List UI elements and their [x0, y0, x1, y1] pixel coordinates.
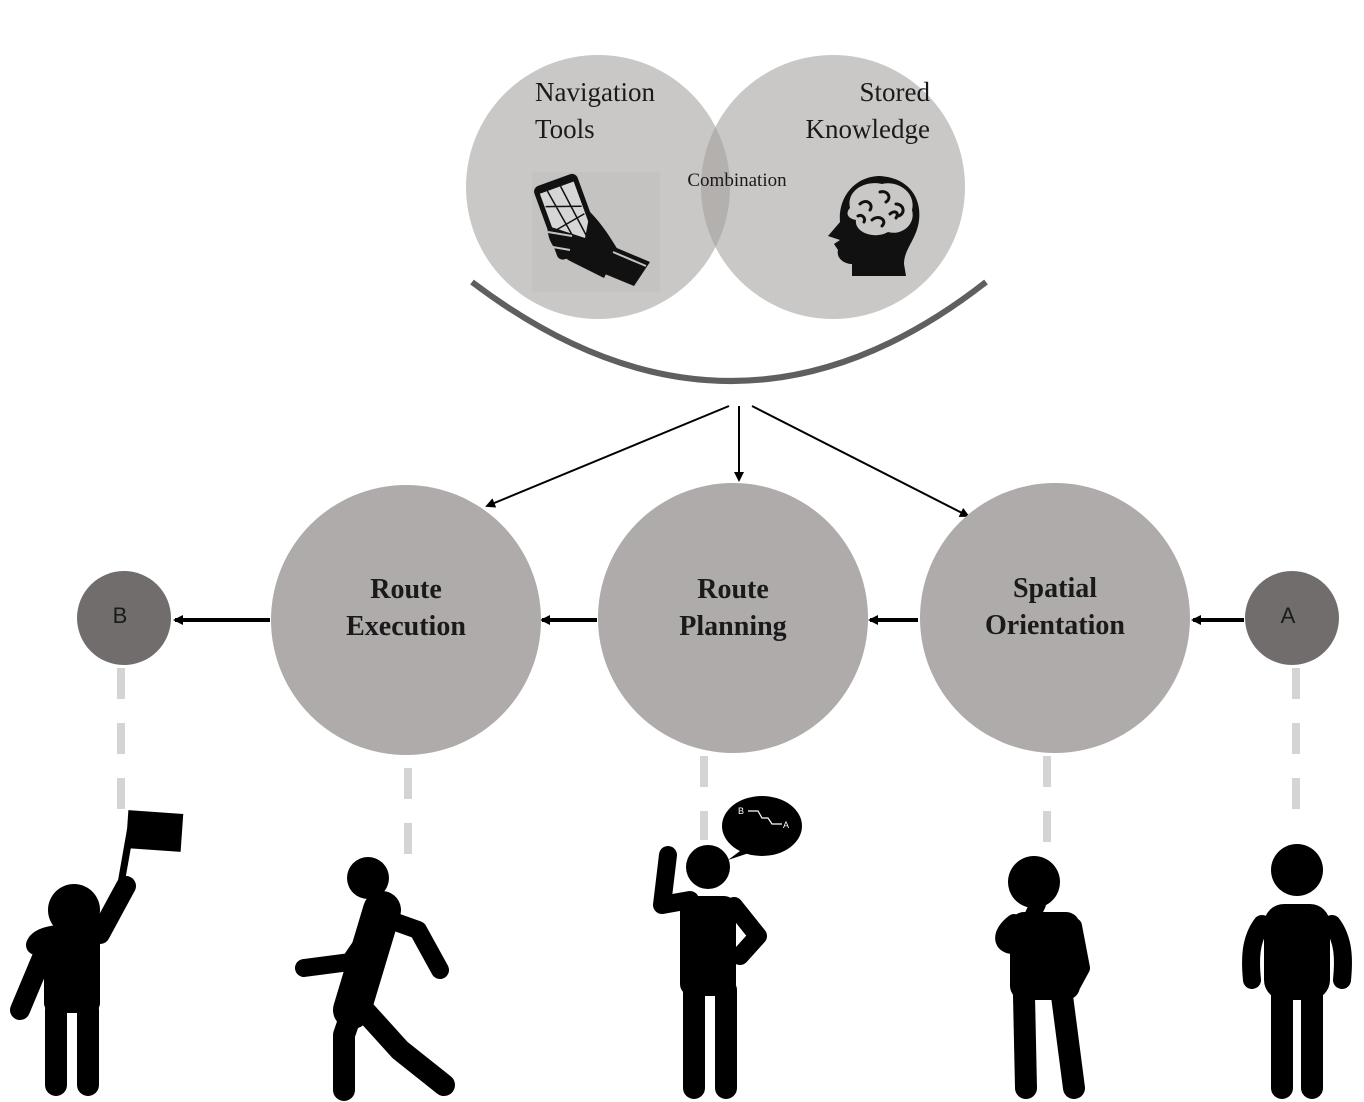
stage-label-line2: Planning [679, 611, 786, 642]
endpoint-label-a: A [1281, 603, 1296, 628]
person-with-flag-icon [10, 810, 184, 1096]
arrow-to-spatial-orientation [751, 405, 970, 517]
speech-bubble-from-label: B [738, 806, 744, 816]
hand-holding-phone-map-icon [532, 172, 660, 292]
stage-label-line2: Execution [346, 611, 466, 642]
stage-route-planning: Route Planning [598, 483, 868, 753]
speech-bubble-to-label: A [783, 820, 789, 830]
stage-label-line1: Route [370, 574, 442, 605]
stage-circle-spatial-orientation [920, 483, 1190, 753]
venn-left-label-line1: Navigation [535, 77, 655, 107]
venn-right-label-line2: Knowledge [806, 114, 930, 144]
venn-diagram: Navigation Tools Stored Knowledge Combin… [466, 55, 988, 384]
walking-person-icon [295, 857, 455, 1101]
stage-label-line1: Spatial [1013, 573, 1097, 604]
venn-to-stage-arrows [485, 405, 970, 517]
endpoint-b: B [77, 571, 171, 665]
thinking-person-speech-bubble-icon: B A [653, 796, 802, 1099]
stage-label-line2: Orientation [985, 610, 1125, 641]
endpoint-circle-a [1245, 571, 1339, 665]
dashed-connectors [117, 668, 1300, 878]
stage-label-line1: Route [697, 574, 769, 605]
standing-person-icon [1242, 844, 1352, 1099]
venn-left-label-line2: Tools [535, 114, 595, 144]
stage-circle-route-planning [598, 483, 868, 753]
venn-right-label-line1: Stored [860, 77, 931, 107]
venn-base-arc [470, 279, 988, 384]
endpoint-label-b: B [113, 603, 128, 628]
venn-overlap-label: Combination [687, 170, 787, 191]
arrow-to-route-execution [485, 405, 730, 508]
stage-spatial-orientation: Spatial Orientation [920, 483, 1190, 753]
endpoint-circle-b [77, 571, 171, 665]
head-with-brain-icon [828, 176, 920, 276]
pondering-person-icon [995, 856, 1090, 1099]
endpoint-a: A [1245, 571, 1339, 665]
stage-route-execution: Route Execution [271, 485, 541, 755]
stage-circle-route-execution [271, 485, 541, 755]
